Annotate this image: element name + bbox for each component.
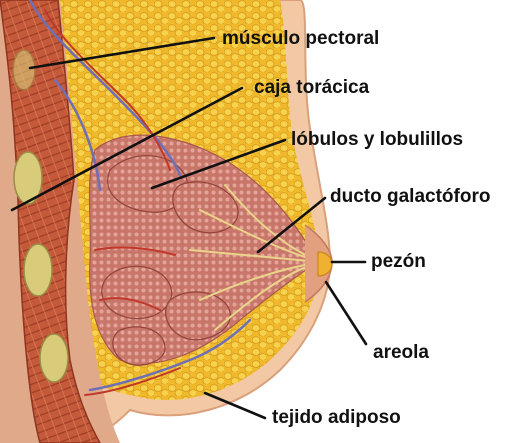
label-rib-cage: caja torácica: [254, 78, 369, 97]
label-nipple: pezón: [371, 252, 426, 271]
label-milk-duct: ducto galactóforo: [330, 187, 490, 206]
label-areola: areola: [373, 343, 429, 362]
label-lobes-lobules: lóbulos y lobulillos: [291, 130, 463, 149]
label-pectoral-muscle: músculo pectoral: [222, 29, 379, 48]
leader-areola: [326, 282, 366, 344]
label-adipose-tissue: tejido adiposo: [272, 408, 401, 427]
